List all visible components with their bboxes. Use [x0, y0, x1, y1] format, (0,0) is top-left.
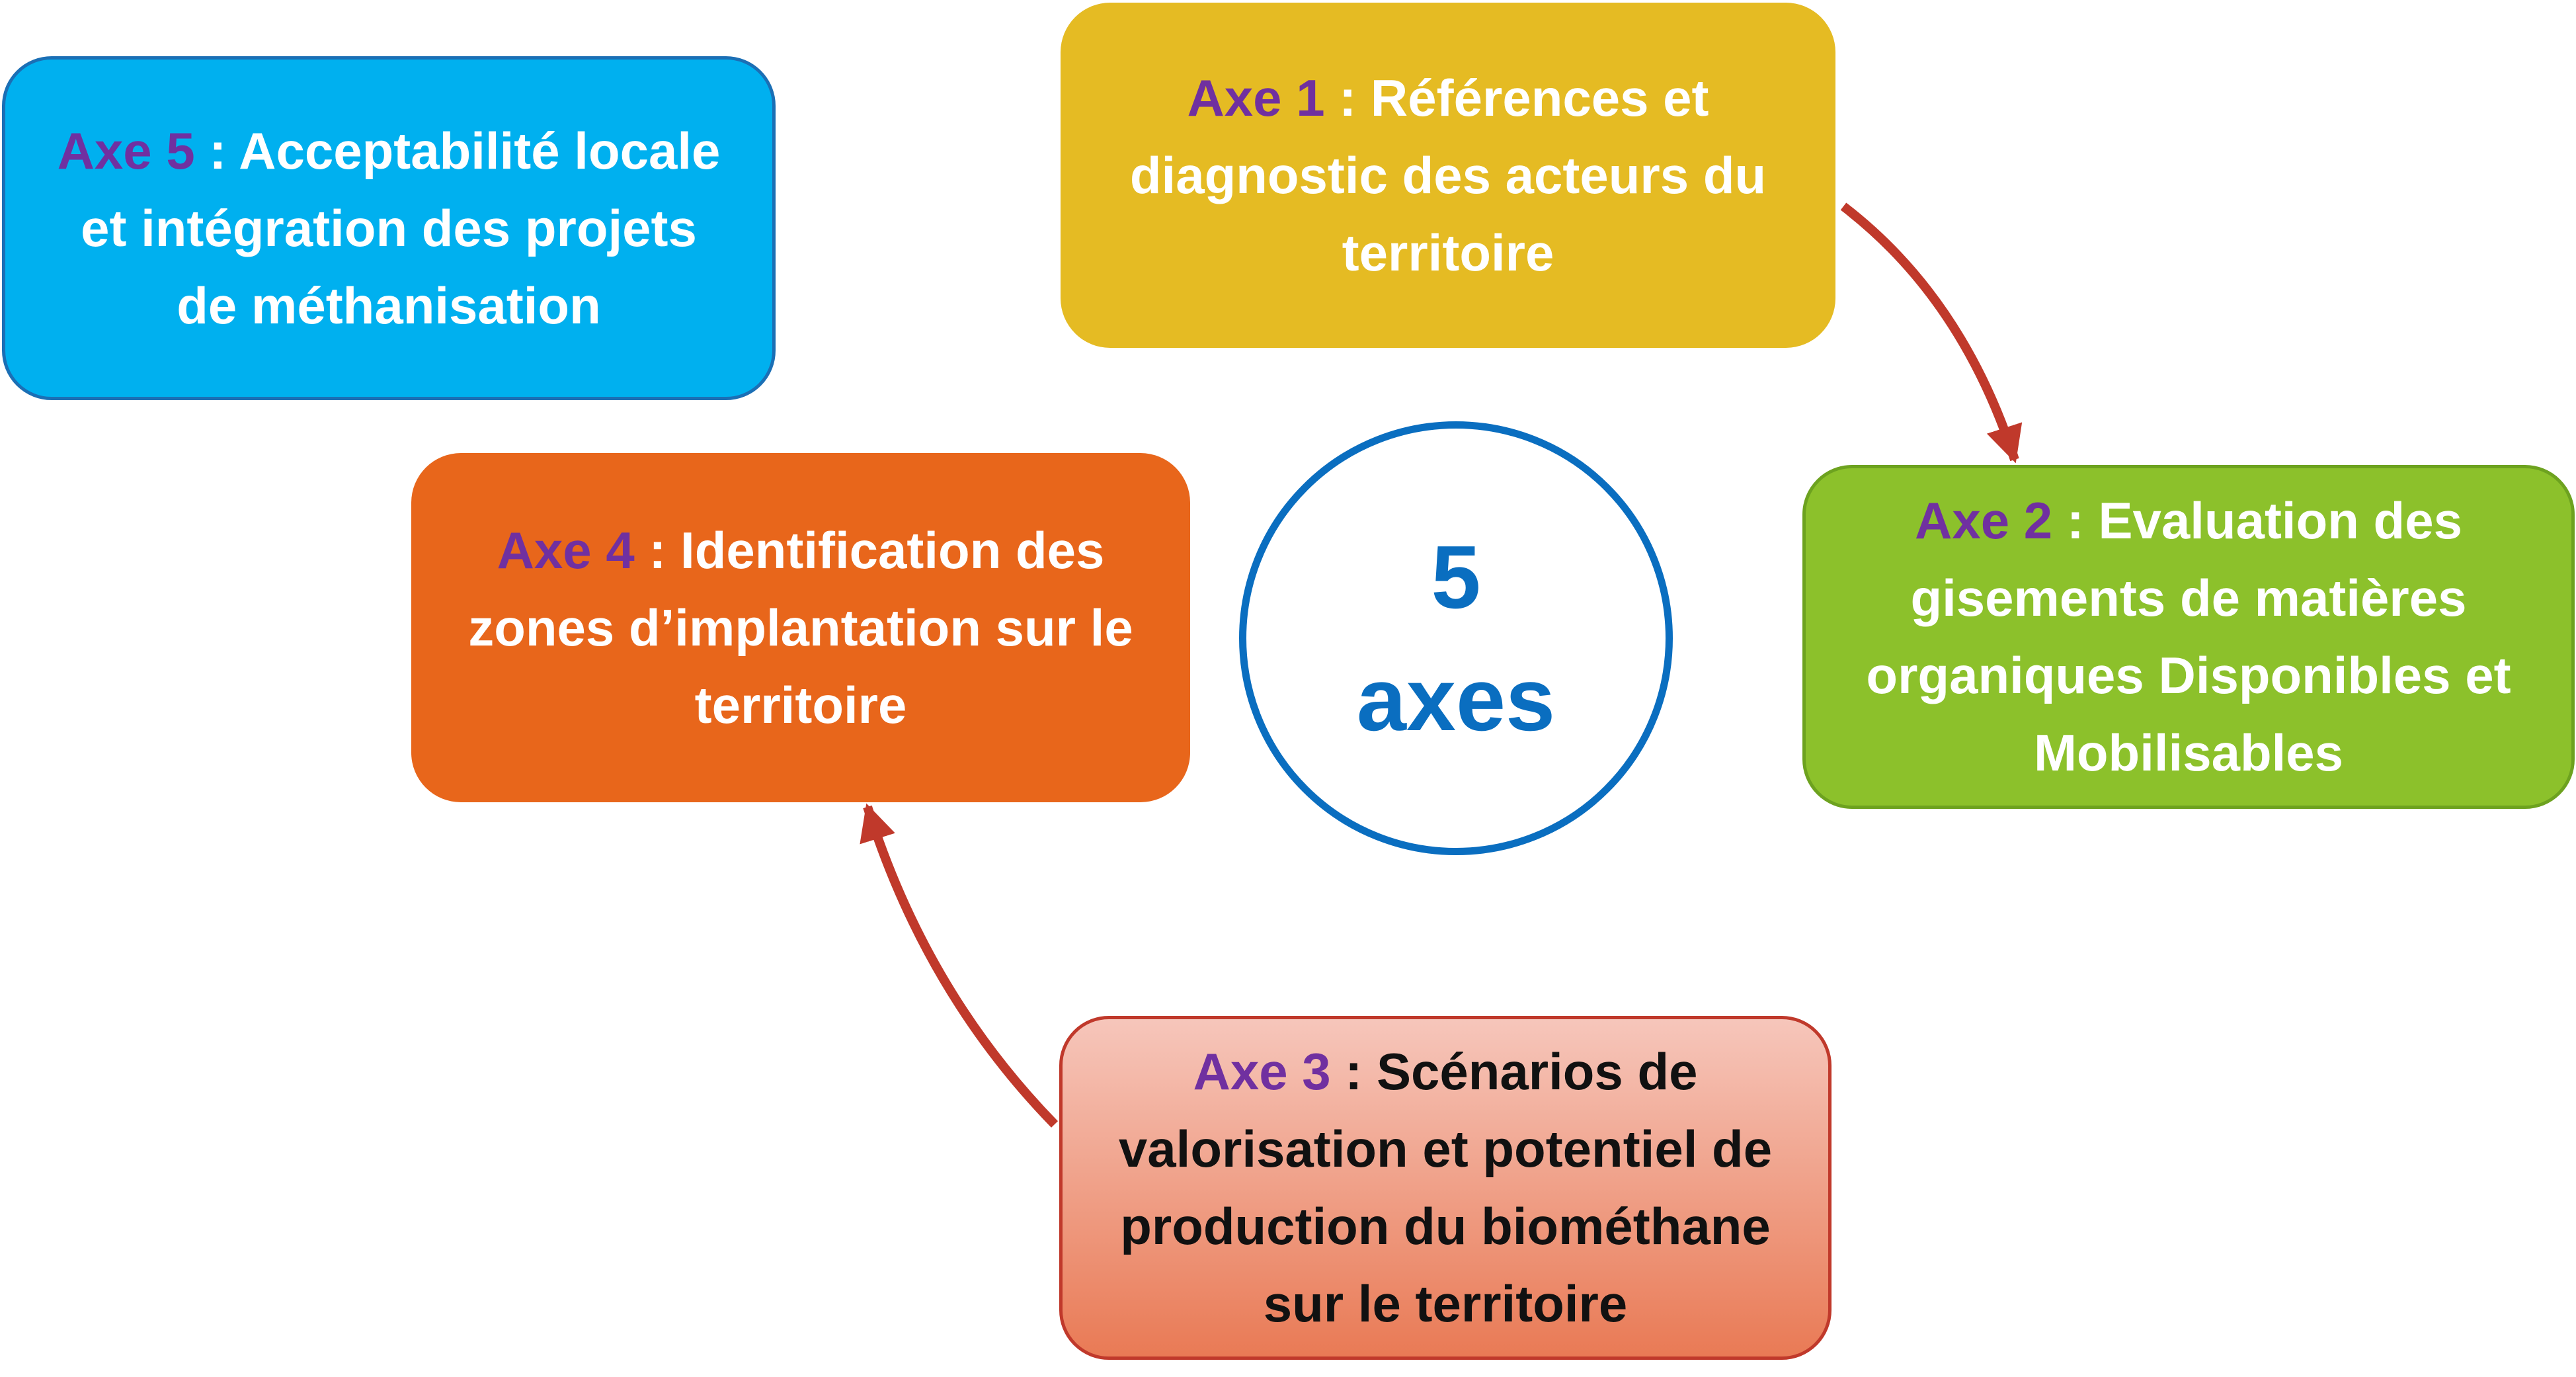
axe-4-box: Axe 4 : Identification des zones d’impla… — [411, 453, 1190, 802]
axe-5-label: Axe 5 — [57, 121, 195, 180]
center-number: 5 — [1431, 527, 1481, 627]
axe-1-label: Axe 1 — [1187, 68, 1325, 127]
axe-5-box: Axe 5 : Acceptabilité locale et intégrat… — [2, 56, 776, 400]
center-circle: 5 axes — [1239, 421, 1673, 855]
axe-2-box: Axe 2 : Evaluation des gisements de mati… — [1802, 465, 2575, 809]
axe-5-text: : Acceptabilité locale et intégration de… — [81, 121, 721, 335]
arrow-axe1-to-axe2 — [1840, 202, 2023, 464]
axe-1-box: Axe 1 : Références et diagnostic des act… — [1061, 3, 1835, 348]
axe-2-label: Axe 2 — [1915, 491, 2053, 550]
center-word: axes — [1356, 649, 1556, 749]
axe-3-label: Axe 3 — [1193, 1042, 1331, 1101]
axe-3-box: Axe 3 : Scénarios de valorisation et pot… — [1059, 1016, 1831, 1360]
axe-1-text: : Références et diagnostic des acteurs d… — [1129, 68, 1767, 282]
axe-2-text: : Evaluation des gisements de matières o… — [1866, 491, 2511, 782]
axe-4-text: : Identification des zones d’implantatio… — [468, 521, 1133, 734]
arrow-axe3-to-axe4 — [860, 803, 1059, 1128]
axe-4-label: Axe 4 — [497, 521, 635, 579]
axe-3-text: : Scénarios de valorisation et potentiel… — [1118, 1042, 1773, 1333]
